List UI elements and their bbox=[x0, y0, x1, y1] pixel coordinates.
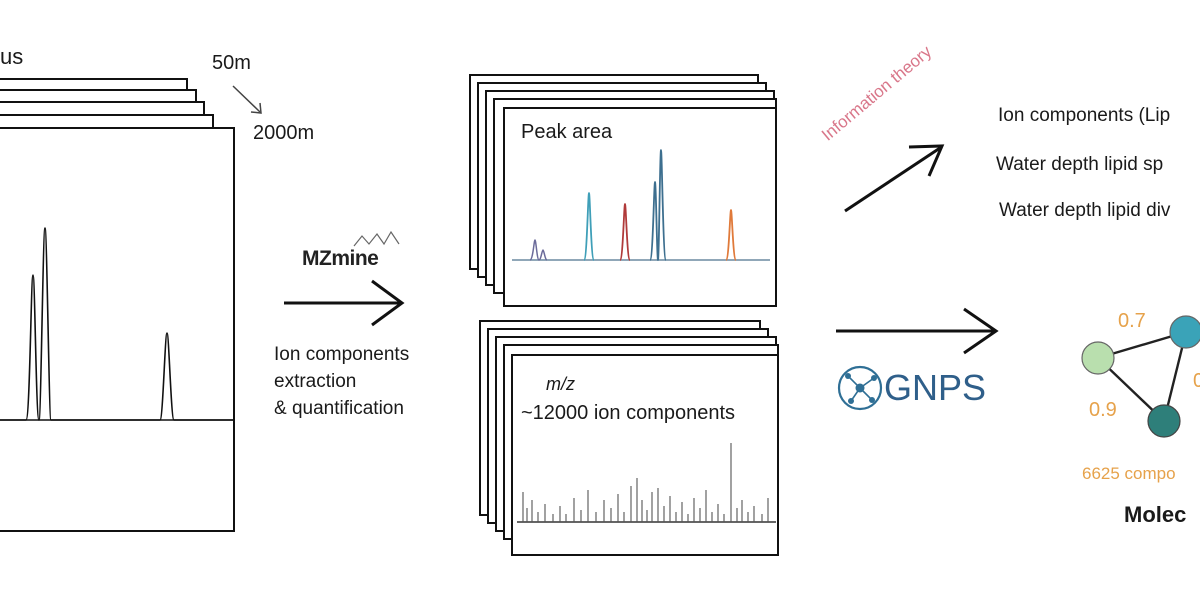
peak-4 bbox=[649, 149, 667, 261]
left-chromatogram-panel bbox=[0, 127, 235, 532]
network-title: Molec bbox=[1124, 502, 1187, 527]
gnps-logo-icon bbox=[837, 365, 883, 411]
mzmine-logo-icon bbox=[353, 230, 400, 247]
peak-area-label: Peak area bbox=[521, 121, 613, 143]
network-node-2 bbox=[1169, 315, 1200, 349]
mz-spectrum-trace bbox=[517, 443, 776, 523]
network-edge-label-1: 0.7 bbox=[1118, 310, 1146, 332]
mzmine-logo: MZmine bbox=[302, 247, 379, 270]
network-edge-label-3: 0 bbox=[1193, 370, 1200, 392]
gnps-label: GNPS bbox=[884, 367, 987, 408]
peak-area-trace bbox=[512, 149, 770, 261]
mzmine-step-line-2: extraction bbox=[274, 371, 357, 392]
peak-1 bbox=[529, 239, 548, 261]
output-line-3: Water depth lipid div bbox=[999, 200, 1171, 221]
network-node-1 bbox=[1081, 341, 1115, 375]
network-edge-label-2: 0.9 bbox=[1089, 399, 1117, 421]
depth-arrow-icon bbox=[232, 85, 262, 114]
peak-2 bbox=[583, 192, 595, 261]
peak-area-panel bbox=[503, 107, 777, 307]
output-line-2: Water depth lipid sp bbox=[996, 154, 1164, 175]
peak-5 bbox=[725, 209, 737, 261]
mzmine-step-line-1: Ion components bbox=[274, 344, 410, 365]
left-peaks bbox=[0, 227, 235, 421]
peak-3 bbox=[619, 203, 631, 261]
depth-end-label: 2000m bbox=[253, 122, 315, 144]
mz-spectrum-lines bbox=[522, 443, 769, 522]
depth-start-label: 50m bbox=[212, 52, 251, 74]
network-node-3 bbox=[1147, 404, 1181, 438]
mz-count-label: ~12000 ion components bbox=[521, 402, 736, 424]
left-panel-title: us bbox=[0, 44, 24, 69]
left-chromatogram-trace bbox=[0, 227, 235, 421]
information-theory-arrow-icon bbox=[844, 144, 945, 213]
network-components-label: 6625 compo bbox=[1082, 464, 1176, 483]
mzmine-step-line-3: & quantification bbox=[274, 398, 404, 419]
mz-axis-label: m/z bbox=[546, 374, 575, 394]
output-line-1: Ion components (Lip bbox=[998, 105, 1171, 126]
gnps-arrow-icon bbox=[836, 307, 999, 355]
mzmine-arrow-icon bbox=[284, 279, 405, 327]
